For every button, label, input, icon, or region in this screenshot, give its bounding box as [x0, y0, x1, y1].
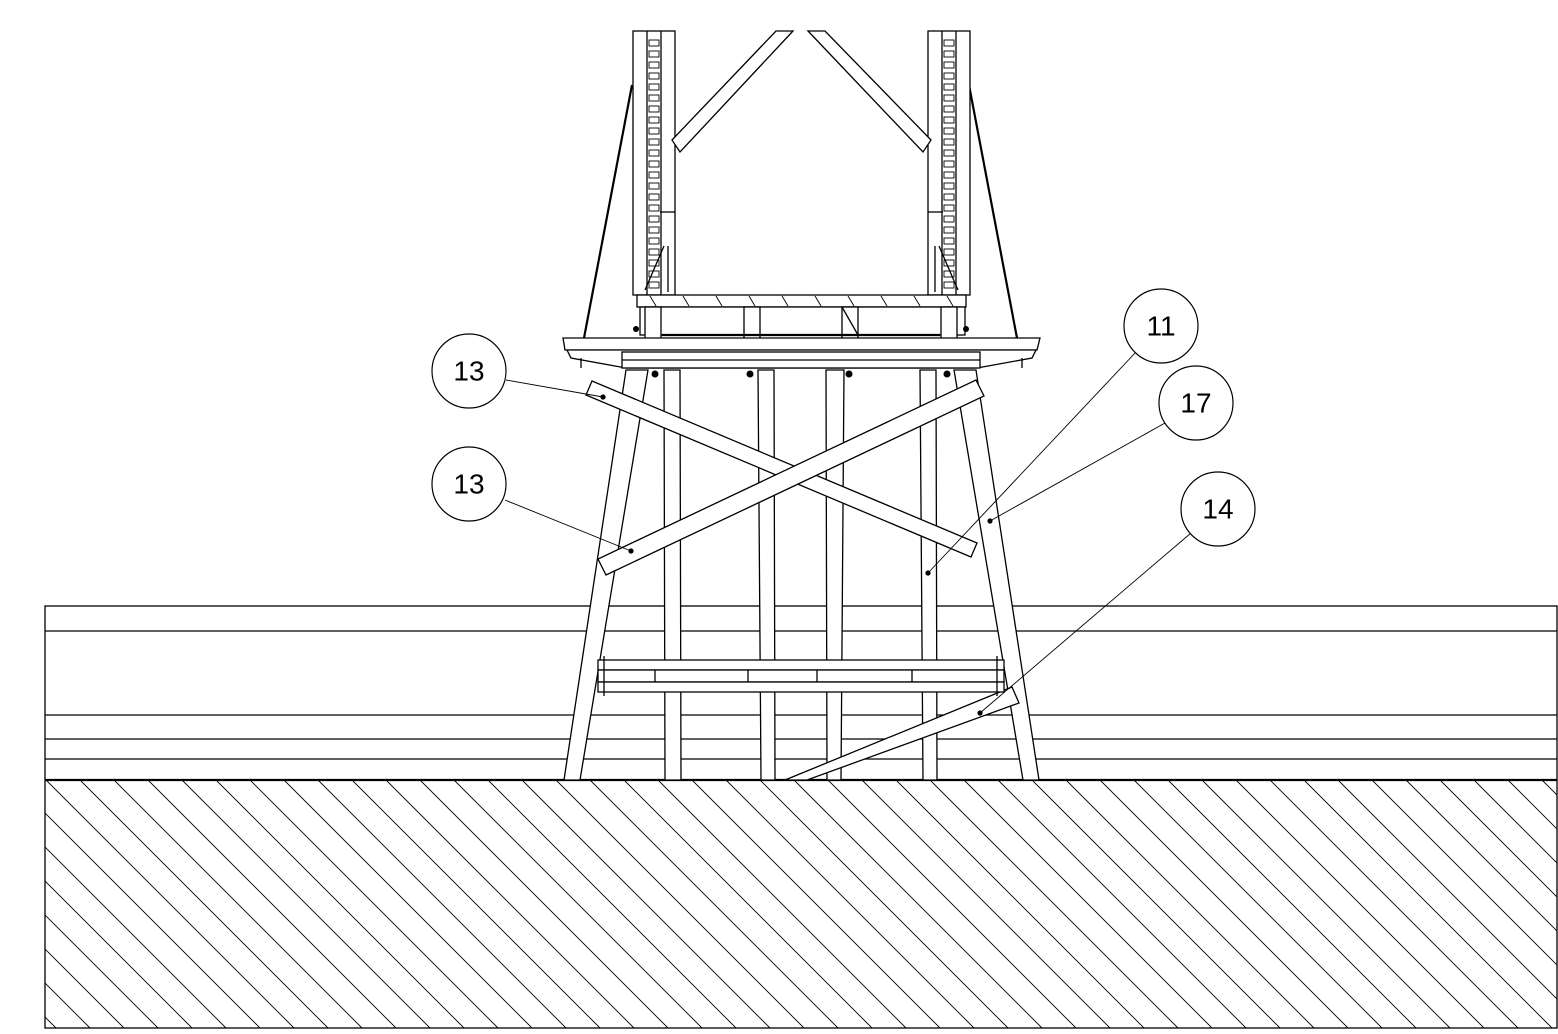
deck [562, 294, 1041, 378]
callout-11: 11 [925, 288, 1199, 576]
callout-13-top: 13 [431, 333, 606, 409]
balloon-label: 14 [1202, 494, 1233, 525]
ground-layers [44, 605, 1558, 1029]
callout-17: 17 [987, 365, 1234, 524]
balloon-label: 11 [1146, 311, 1175, 342]
lower-frame [597, 656, 1005, 696]
balloon-label: 13 [453, 469, 484, 500]
callout-14: 14 [977, 471, 1256, 716]
tower-top [582, 30, 1019, 339]
callout-13-bottom: 13 [431, 446, 634, 554]
soil-hatch [45, 780, 1557, 1028]
balloon-label: 17 [1180, 388, 1211, 419]
balloon-label: 13 [453, 356, 484, 387]
cross-braces [585, 379, 1020, 781]
